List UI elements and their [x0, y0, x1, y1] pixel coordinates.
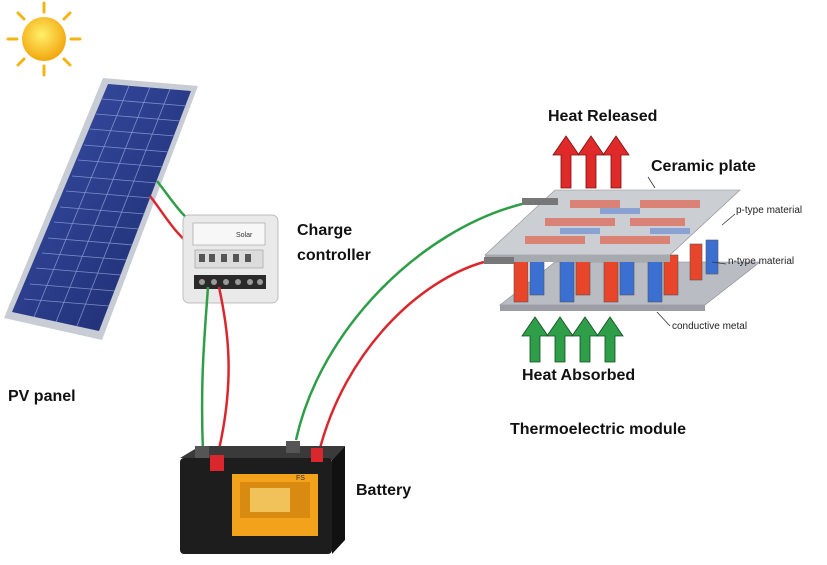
- battery-image: FS: [180, 441, 345, 554]
- ceramic-plate-label: Ceramic plate: [651, 158, 756, 175]
- wire-module-positive: [317, 260, 485, 453]
- pv-panel-label: PV panel: [8, 388, 76, 405]
- sun-icon: [6, 1, 82, 77]
- battery-badge-text: FS: [296, 475, 305, 482]
- heat-absorbed-arrows: [521, 316, 624, 363]
- heat-absorbed-label: Heat Absorbed: [522, 367, 636, 384]
- wire-module-negative: [294, 202, 523, 441]
- battery-label: Battery: [356, 482, 412, 499]
- heat-released-arrows: [552, 135, 630, 189]
- thermoelectric-module-image: [484, 176, 761, 327]
- thermoelectric-module-label: Thermoelectric module: [510, 421, 687, 438]
- pv-panel-image: [4, 78, 198, 340]
- charge-controller-label-line1: Charge: [297, 222, 353, 239]
- charge-controller-label-line2: controller: [297, 247, 371, 264]
- wire-controller-negative: [200, 286, 210, 453]
- charge-controller-image: Solar: [182, 214, 279, 304]
- conductive-metal-label: conductive metal: [672, 321, 748, 332]
- heat-released-label: Heat Released: [548, 108, 658, 125]
- n-type-label: n-type material: [728, 256, 795, 267]
- wire-controller-positive: [215, 286, 230, 459]
- controller-brand-text: Solar: [236, 232, 253, 239]
- p-type-label: p-type material: [736, 205, 803, 216]
